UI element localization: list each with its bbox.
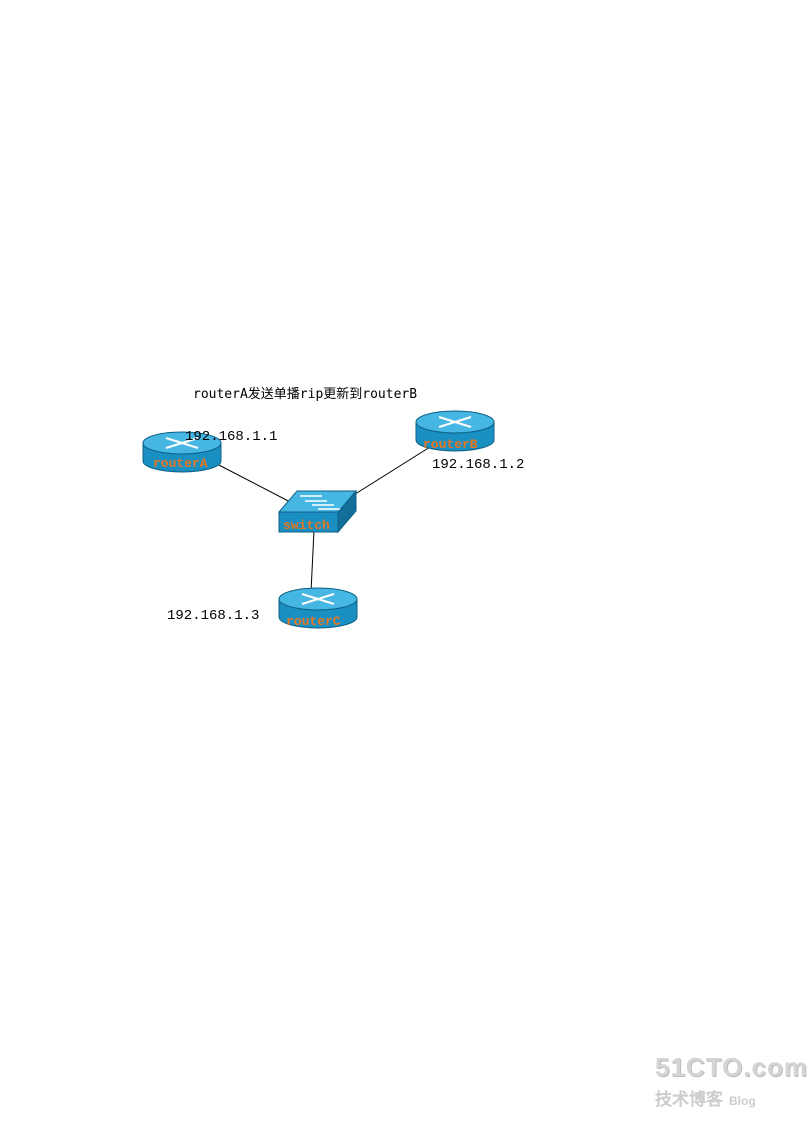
router-label-routerB: routerB xyxy=(423,437,478,452)
switch-icon[interactable]: switch xyxy=(277,489,358,534)
watermark-subtitle-row: 技术博客 Blog xyxy=(655,1085,808,1110)
diagram-caption: routerA发送单播rip更新到routerB xyxy=(193,387,418,402)
link-routerA-switch xyxy=(214,462,297,506)
watermark-blog: Blog xyxy=(729,1094,756,1108)
router-icon-routerA[interactable]: routerA xyxy=(142,431,222,473)
watermark-logo: 51CTO.com xyxy=(655,1052,808,1082)
watermark: 51CTO.com 技术博客 Blog xyxy=(655,1052,808,1110)
router-icon-routerB[interactable]: routerB xyxy=(415,410,495,452)
router-icon-routerC[interactable]: routerC xyxy=(278,587,358,629)
router-label-routerC: routerC xyxy=(286,614,341,629)
switch-label: switch xyxy=(283,518,330,533)
router-label-routerA: routerA xyxy=(153,456,208,471)
ip-label-routerC: 192.168.1.3 xyxy=(167,608,260,624)
ip-label-routerB: 192.168.1.2 xyxy=(432,457,525,473)
link-routerB-switch xyxy=(351,446,431,497)
link-routerC-switch xyxy=(310,529,315,593)
ip-label-routerA: 192.168.1.1 xyxy=(185,429,278,445)
watermark-subtitle: 技术博客 xyxy=(655,1090,723,1109)
